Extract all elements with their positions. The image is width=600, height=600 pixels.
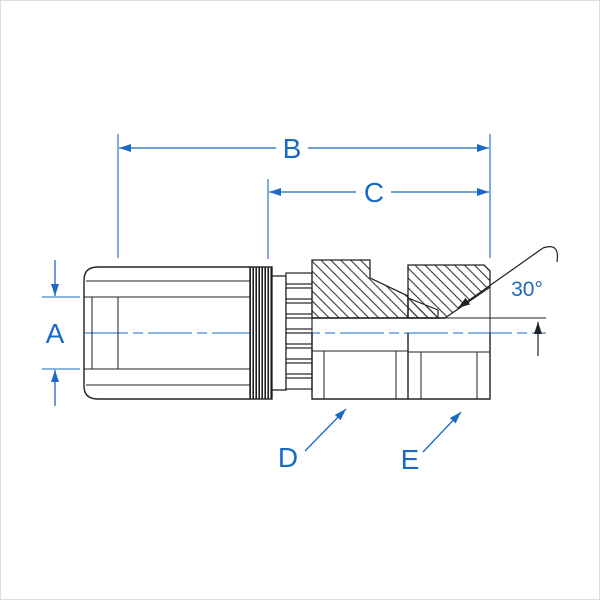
dim-label-c: C xyxy=(364,177,384,208)
dim-label-e: E xyxy=(401,444,420,475)
collar xyxy=(271,275,287,391)
thread-segments xyxy=(285,272,313,390)
knurl-band xyxy=(249,266,273,400)
fitting-drawing xyxy=(83,259,546,400)
seat-angle-annotation: 30° xyxy=(457,246,559,356)
dimension-b: B xyxy=(119,133,489,164)
hex-flats-bottom xyxy=(311,333,491,400)
dim-label-b: B xyxy=(283,133,302,164)
seat-angle-label: 30° xyxy=(511,278,543,301)
dim-label-d: D xyxy=(278,442,298,473)
swivel-nut-section xyxy=(407,264,491,393)
crimp-shell xyxy=(83,266,250,400)
leader-e: E xyxy=(401,411,462,475)
dimension-a: A xyxy=(42,260,80,406)
extension-lines xyxy=(117,134,491,259)
leader-d: D xyxy=(278,408,347,473)
dim-label-a: A xyxy=(46,318,65,349)
dimension-c: C xyxy=(269,177,489,208)
leader-hook xyxy=(542,246,559,263)
